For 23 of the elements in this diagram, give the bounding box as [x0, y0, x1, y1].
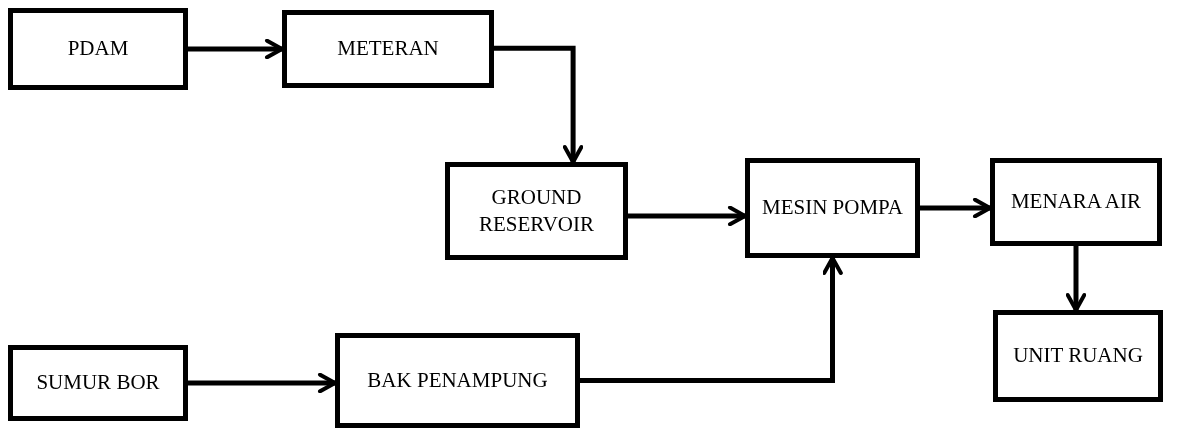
process-box	[745, 158, 920, 258]
arrow	[1065, 246, 1087, 312]
box-label: BAK PENAMPUNG	[366, 366, 549, 394]
process-box	[282, 10, 494, 88]
box-label: UNIT RUANG	[1012, 342, 1144, 370]
arrow	[628, 205, 747, 227]
arrow	[580, 256, 843, 383]
arrow	[188, 372, 337, 394]
arrow	[188, 38, 284, 60]
arrow	[494, 45, 584, 164]
process-box	[445, 162, 628, 260]
process-box	[8, 345, 188, 421]
box-label: SUMUR BOR	[35, 369, 161, 397]
process-box	[8, 8, 188, 90]
box-label: MENARA AIR	[1009, 188, 1143, 216]
process-box	[993, 310, 1163, 402]
box-label: PDAM	[66, 35, 130, 62]
process-box	[335, 333, 580, 428]
box-label: METERAN	[336, 35, 440, 63]
process-box	[990, 158, 1162, 246]
box-label: MESIN POMPA	[761, 194, 904, 222]
box-label: GROUND RESERVOIR	[478, 183, 595, 238]
arrow	[920, 197, 992, 219]
